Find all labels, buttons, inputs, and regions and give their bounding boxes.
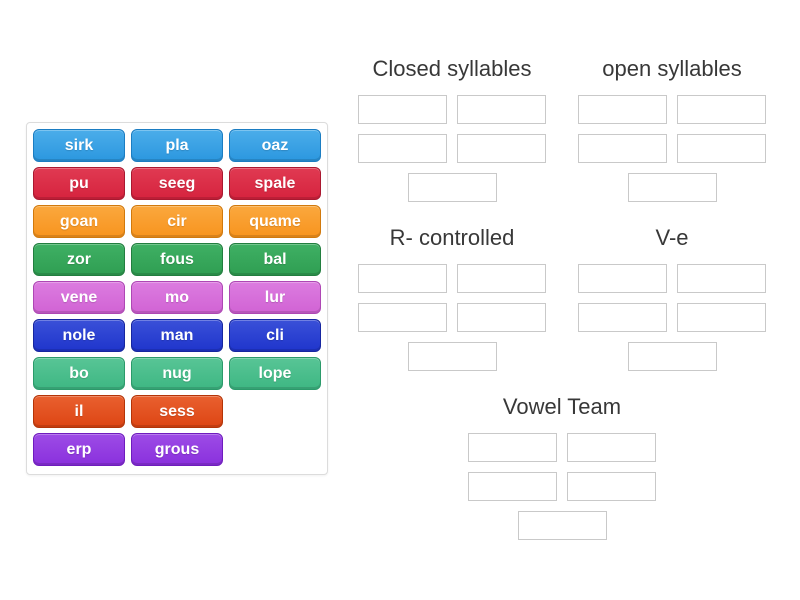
word-tile-lur[interactable]: lur bbox=[229, 281, 321, 314]
word-tile-lope[interactable]: lope bbox=[229, 357, 321, 390]
word-tile-nole[interactable]: nole bbox=[33, 319, 125, 352]
drop-slot-closed-syllables-2[interactable] bbox=[457, 95, 546, 124]
drop-slot-v-e-4[interactable] bbox=[677, 303, 766, 332]
drop-slot-open-syllables-4[interactable] bbox=[677, 134, 766, 163]
drop-slot-closed-syllables-1[interactable] bbox=[358, 95, 447, 124]
drop-slot-vowel-team-3[interactable] bbox=[468, 472, 557, 501]
word-tile-fous[interactable]: fous bbox=[131, 243, 223, 276]
word-tile-man[interactable]: man bbox=[131, 319, 223, 352]
group-r-controlled: R- controlled bbox=[357, 224, 547, 371]
word-tile-cir[interactable]: cir bbox=[131, 205, 223, 238]
group-slots-v-e bbox=[577, 264, 767, 371]
group-title-r-controlled: R- controlled bbox=[389, 225, 515, 250]
drop-slot-closed-syllables-4[interactable] bbox=[457, 134, 546, 163]
word-tile-sirk[interactable]: sirk bbox=[33, 129, 125, 162]
group-closed-syllables: Closed syllables bbox=[357, 55, 547, 202]
group-slots-vowel-team bbox=[467, 433, 657, 540]
word-tile-oaz[interactable]: oaz bbox=[229, 129, 321, 162]
word-tile-seeg[interactable]: seeg bbox=[131, 167, 223, 200]
word-tile-sess[interactable]: sess bbox=[131, 395, 223, 428]
drop-slot-vowel-team-1[interactable] bbox=[468, 433, 557, 462]
group-title-v-e: V-e bbox=[655, 225, 689, 250]
group-slots-closed-syllables bbox=[357, 95, 547, 202]
group-title-vowel-team: Vowel Team bbox=[502, 394, 622, 419]
word-tile-nug[interactable]: nug bbox=[131, 357, 223, 390]
drop-slot-r-controlled-5[interactable] bbox=[407, 342, 497, 371]
word-tile-zor[interactable]: zor bbox=[33, 243, 125, 276]
word-tile-cli[interactable]: cli bbox=[229, 319, 321, 352]
drop-slot-r-controlled-2[interactable] bbox=[457, 264, 546, 293]
word-tile-spale[interactable]: spale bbox=[229, 167, 321, 200]
drop-slot-v-e-5[interactable] bbox=[627, 342, 717, 371]
drop-slot-open-syllables-5[interactable] bbox=[627, 173, 717, 202]
word-tile-pla[interactable]: pla bbox=[131, 129, 223, 162]
drop-slot-r-controlled-1[interactable] bbox=[358, 264, 447, 293]
group-slots-r-controlled bbox=[357, 264, 547, 371]
drop-slot-vowel-team-4[interactable] bbox=[567, 472, 656, 501]
drop-slot-closed-syllables-5[interactable] bbox=[407, 173, 497, 202]
drop-slot-r-controlled-4[interactable] bbox=[457, 303, 546, 332]
group-open-syllables: open syllables bbox=[577, 55, 767, 202]
drop-slot-v-e-2[interactable] bbox=[677, 264, 766, 293]
group-vowel-team: Vowel Team bbox=[467, 393, 657, 540]
word-tile-vene[interactable]: vene bbox=[33, 281, 125, 314]
word-tile-pu[interactable]: pu bbox=[33, 167, 125, 200]
drop-slot-v-e-1[interactable] bbox=[578, 264, 667, 293]
drop-slot-vowel-team-5[interactable] bbox=[517, 511, 607, 540]
word-tile-quame[interactable]: quame bbox=[229, 205, 321, 238]
word-tile-grous[interactable]: grous bbox=[131, 433, 223, 466]
drop-slot-vowel-team-2[interactable] bbox=[567, 433, 656, 462]
drop-slot-open-syllables-2[interactable] bbox=[677, 95, 766, 124]
group-slots-open-syllables bbox=[577, 95, 767, 202]
drop-slot-open-syllables-1[interactable] bbox=[578, 95, 667, 124]
word-tile-bo[interactable]: bo bbox=[33, 357, 125, 390]
word-tile-bal[interactable]: bal bbox=[229, 243, 321, 276]
group-title-open-syllables: open syllables bbox=[602, 56, 742, 81]
drop-slot-v-e-3[interactable] bbox=[578, 303, 667, 332]
drop-slot-r-controlled-3[interactable] bbox=[358, 303, 447, 332]
word-tile-il[interactable]: il bbox=[33, 395, 125, 428]
word-tile-mo[interactable]: mo bbox=[131, 281, 223, 314]
word-tile-goan[interactable]: goan bbox=[33, 205, 125, 238]
word-tile-erp[interactable]: erp bbox=[33, 433, 125, 466]
drop-slot-closed-syllables-3[interactable] bbox=[358, 134, 447, 163]
group-v-e: V-e bbox=[577, 224, 767, 371]
drop-slot-open-syllables-3[interactable] bbox=[578, 134, 667, 163]
group-title-closed-syllables: Closed syllables bbox=[372, 56, 532, 81]
